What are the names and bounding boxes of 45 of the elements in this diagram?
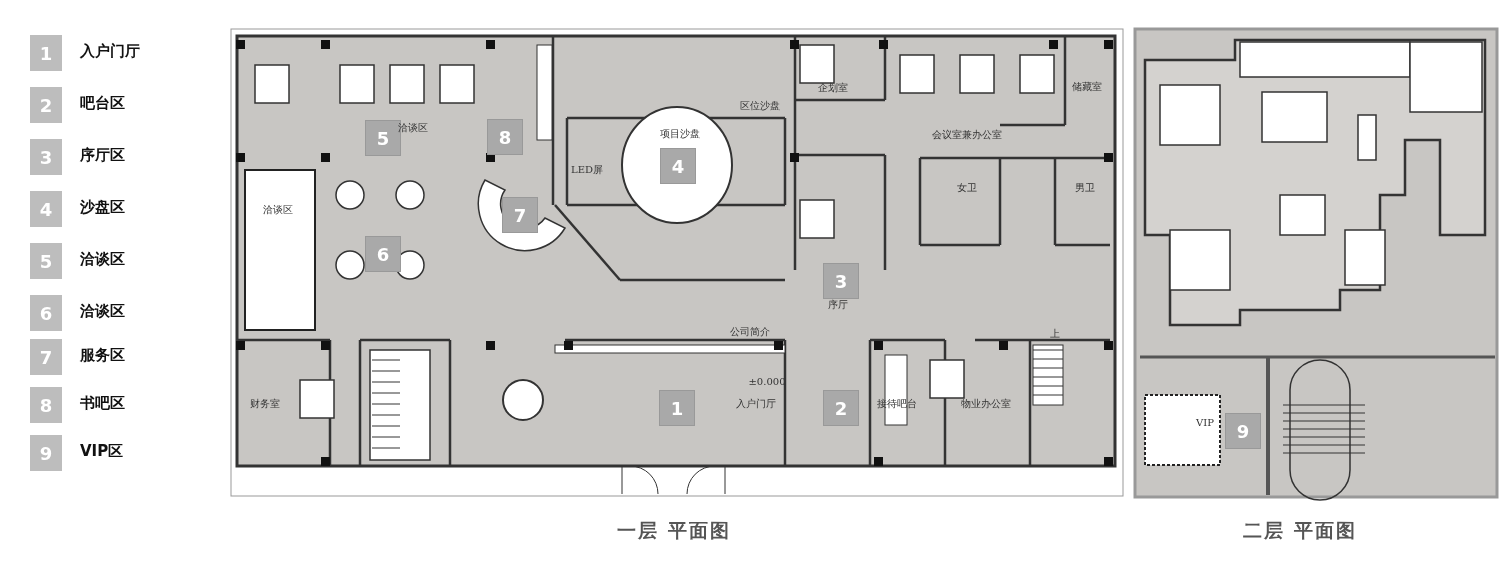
plan-title: 二层 平面图: [1243, 518, 1357, 543]
room-label: VIP: [1196, 416, 1214, 428]
number-marker: 4: [660, 148, 696, 184]
number-marker: 2: [30, 87, 62, 123]
room-label: 洽谈区: [398, 121, 428, 135]
room-label: 入户门厅: [736, 397, 776, 411]
number-marker: 6: [30, 295, 62, 331]
room-label: 序厅: [828, 298, 848, 312]
legend-text: 入户门厅: [80, 42, 140, 61]
number-marker: 9: [30, 435, 62, 471]
number-marker: 1: [30, 35, 62, 71]
number-marker: 6: [365, 236, 401, 272]
room-label: 洽谈区: [263, 203, 293, 217]
number-marker: 8: [487, 119, 523, 155]
legend-text: 洽谈区: [80, 250, 125, 269]
number-marker: 4: [30, 191, 62, 227]
room-label: 公司简介: [730, 325, 770, 339]
legend-text: 服务区: [80, 346, 125, 365]
number-marker: 3: [823, 263, 859, 299]
number-marker: 8: [30, 387, 62, 423]
number-marker: 3: [30, 139, 62, 175]
room-label: LED屏: [571, 163, 603, 177]
legend-text: 吧台区: [80, 94, 125, 113]
number-marker: 7: [502, 197, 538, 233]
number-marker: 7: [30, 339, 62, 375]
number-marker: 9: [1225, 413, 1261, 449]
room-label: 会议室兼办公室: [932, 128, 1002, 142]
legend-text: 序厅区: [80, 146, 125, 165]
legend-text: 洽谈区: [80, 302, 125, 321]
plan-title: 一层 平面图: [617, 518, 731, 543]
number-marker: 2: [823, 390, 859, 426]
number-marker: 1: [659, 390, 695, 426]
room-label: 物业办公室: [961, 397, 1011, 411]
room-label: 接待吧台: [877, 397, 917, 411]
room-label: 区位沙盘: [740, 99, 780, 113]
room-label: 企划室: [818, 81, 848, 95]
number-marker: 5: [30, 243, 62, 279]
room-label: 男卫: [1075, 181, 1095, 195]
room-label: 女卫: [957, 181, 977, 195]
legend-text: VIP区: [80, 442, 124, 461]
legend-text: 书吧区: [80, 394, 125, 413]
room-label: 上: [1050, 327, 1060, 341]
room-label: 储藏室: [1072, 80, 1102, 94]
room-label: 财务室: [250, 397, 280, 411]
legend-text: 沙盘区: [80, 198, 125, 217]
